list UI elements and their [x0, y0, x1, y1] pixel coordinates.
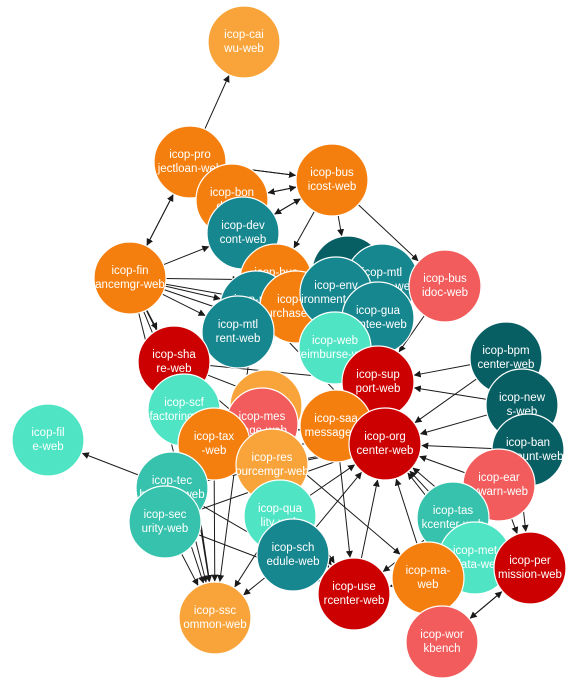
- edge-financemgr-to-materialmgr: [163, 285, 221, 301]
- edge-bpm-to-orgcenter: [414, 377, 479, 423]
- edge-tax-to-ssc: [211, 477, 219, 582]
- edge-buscost-to-bond: [267, 186, 299, 195]
- edge-bankaccount-to-orgcenter: [421, 442, 495, 450]
- edge-buscost-to-gcm: [337, 213, 345, 237]
- node-circle[interactable]: [295, 143, 369, 217]
- edge-usercenter-to-orgcenter: [360, 479, 380, 561]
- node-circle[interactable]: [128, 485, 202, 559]
- edge-earlywarn-to-orgcenter: [419, 455, 468, 474]
- node-circle[interactable]: [317, 557, 391, 631]
- node-circle[interactable]: [207, 5, 281, 79]
- edge-technology-to-filelone: [81, 452, 141, 477]
- edge-busidoc-to-support: [398, 313, 426, 353]
- edge-financemgr-to-projectloan: [145, 194, 174, 249]
- edge-news-to-orgcenter: [419, 413, 490, 436]
- edge-news-to-support: [413, 385, 489, 401]
- edge-buscost-to-busidoc: [356, 202, 419, 262]
- node-ma[interactable]: icop-ma-web: [391, 541, 465, 615]
- node-circle[interactable]: [348, 407, 422, 481]
- edge-quality-to-orgcenter: [307, 464, 356, 498]
- edge-ma-to-orgcenter: [394, 478, 419, 546]
- edge-earlywarn-to-permission: [510, 516, 519, 534]
- node-circle[interactable]: [493, 531, 567, 605]
- node-circle[interactable]: [408, 249, 482, 323]
- edge-buscost-to-devcont: [274, 196, 304, 215]
- edge-financemgr-to-mtlrent: [160, 292, 206, 316]
- edge-financemgr-to-devcont: [161, 245, 210, 266]
- node-circle[interactable]: [391, 541, 465, 615]
- edge-financemgr-to-busbuild: [163, 275, 240, 283]
- node-circle[interactable]: [93, 241, 167, 315]
- edge-projectloan-to-caiwu: [203, 75, 230, 132]
- edge-workbench-to-permission: [467, 591, 503, 621]
- edge-schedule-to-orgcenter: [314, 471, 362, 530]
- node-circle[interactable]: [11, 403, 85, 477]
- edge-bpm-to-support: [413, 363, 473, 378]
- node-circle[interactable]: [201, 295, 275, 369]
- node-circle[interactable]: [178, 581, 252, 655]
- edge-schedule-to-ssc: [243, 575, 267, 596]
- node-circle[interactable]: [405, 605, 479, 679]
- node-circle[interactable]: [256, 518, 330, 592]
- edge-financemgr-to-share: [145, 307, 158, 330]
- edge-security-to-ssc: [180, 551, 199, 586]
- edge-buscost-to-busbuild: [293, 209, 316, 249]
- edge-saamessage-to-usercenter: [339, 459, 353, 558]
